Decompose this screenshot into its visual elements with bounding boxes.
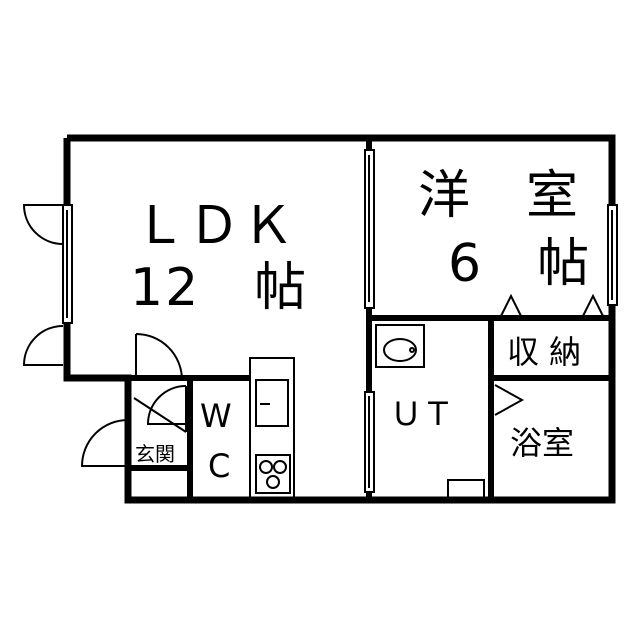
wc-label-line2: C [208, 447, 231, 485]
kitchen-counter [249, 357, 295, 499]
bath-door[interactable] [494, 384, 525, 416]
ut-sliding-door[interactable] [364, 391, 375, 493]
western-label-line1: 洋 室 [418, 166, 581, 226]
left-door-swings[interactable] [22, 204, 64, 366]
storage-label: 収 納 [507, 333, 582, 371]
wc-label-line1: W [200, 397, 232, 435]
ldk-label-line1: ＬＤＫ [134, 196, 297, 256]
ldk-label-line2: 12 帖 [130, 258, 309, 318]
outer-walls [63, 134, 616, 504]
ldk-window [62, 204, 73, 324]
entrance-label: 玄関 [135, 442, 175, 466]
ut-label: ＵＴ [390, 395, 455, 433]
ut-drain [447, 479, 485, 499]
western-window [607, 204, 618, 306]
ldk-western-sliding-door[interactable] [364, 149, 375, 309]
storage-doors[interactable] [499, 293, 605, 319]
entrance-door-swings[interactable] [80, 333, 187, 467]
western-label-line2: 6 帖 [448, 234, 592, 294]
bath-label: 浴室 [510, 424, 575, 462]
washbasin [375, 324, 425, 368]
